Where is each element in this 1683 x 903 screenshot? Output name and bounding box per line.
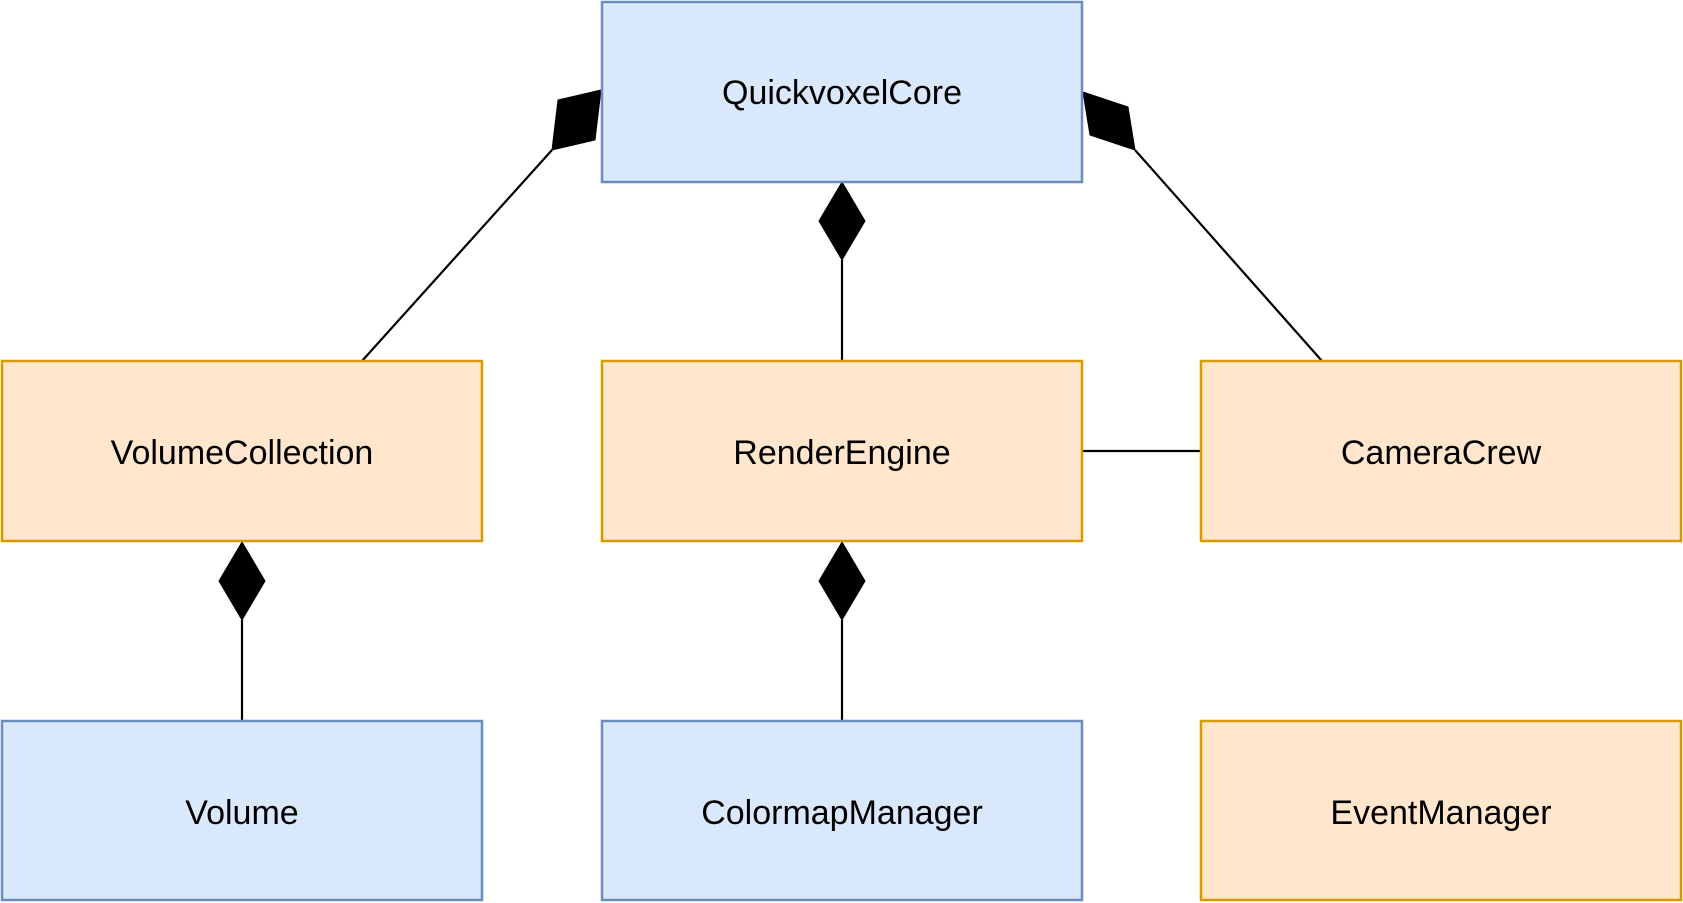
edge-core-cameracrew bbox=[1134, 149, 1323, 362]
edge-core-volumecollection bbox=[361, 149, 553, 362]
composition-diamond-renderengine-colormapmanager bbox=[818, 541, 866, 621]
node-volume-box bbox=[0, 719, 484, 902]
composition-diamond-core-volumecollection bbox=[551, 89, 602, 151]
node-quickvoxelcore-label: QuickvoxelCore bbox=[722, 74, 962, 112]
node-eventmanager[interactable]: EventManager bbox=[1199, 719, 1683, 902]
node-quickvoxelcore-box bbox=[600, 0, 1084, 184]
node-colormapmanager[interactable]: ColormapManager bbox=[600, 719, 1084, 902]
node-volume[interactable]: Volume bbox=[0, 719, 484, 902]
node-renderengine-box bbox=[600, 359, 1084, 543]
node-volume-label: Volume bbox=[185, 794, 298, 832]
node-colormapmanager-label: ColormapManager bbox=[701, 794, 983, 832]
node-renderengine[interactable]: RenderEngine bbox=[600, 359, 1084, 543]
node-colormapmanager-box bbox=[600, 719, 1084, 902]
composition-diamond-volumecollection-volume bbox=[218, 541, 266, 621]
edges bbox=[218, 89, 1323, 721]
composition-diamond-core-renderengine bbox=[818, 181, 866, 261]
node-volumecollection-box bbox=[0, 359, 484, 543]
node-renderengine-label: RenderEngine bbox=[733, 434, 950, 472]
node-eventmanager-label: EventManager bbox=[1330, 794, 1551, 832]
node-cameracrew-label: CameraCrew bbox=[1341, 434, 1542, 472]
node-quickvoxelcore[interactable]: QuickvoxelCore bbox=[600, 0, 1084, 184]
node-cameracrew[interactable]: CameraCrew bbox=[1199, 359, 1683, 543]
composition-diamond-core-cameracrew bbox=[1082, 91, 1136, 151]
node-cameracrew-box bbox=[1199, 359, 1683, 543]
node-volumecollection-label: VolumeCollection bbox=[111, 434, 374, 472]
node-volumecollection[interactable]: VolumeCollection bbox=[0, 359, 484, 543]
node-eventmanager-box bbox=[1199, 719, 1683, 902]
